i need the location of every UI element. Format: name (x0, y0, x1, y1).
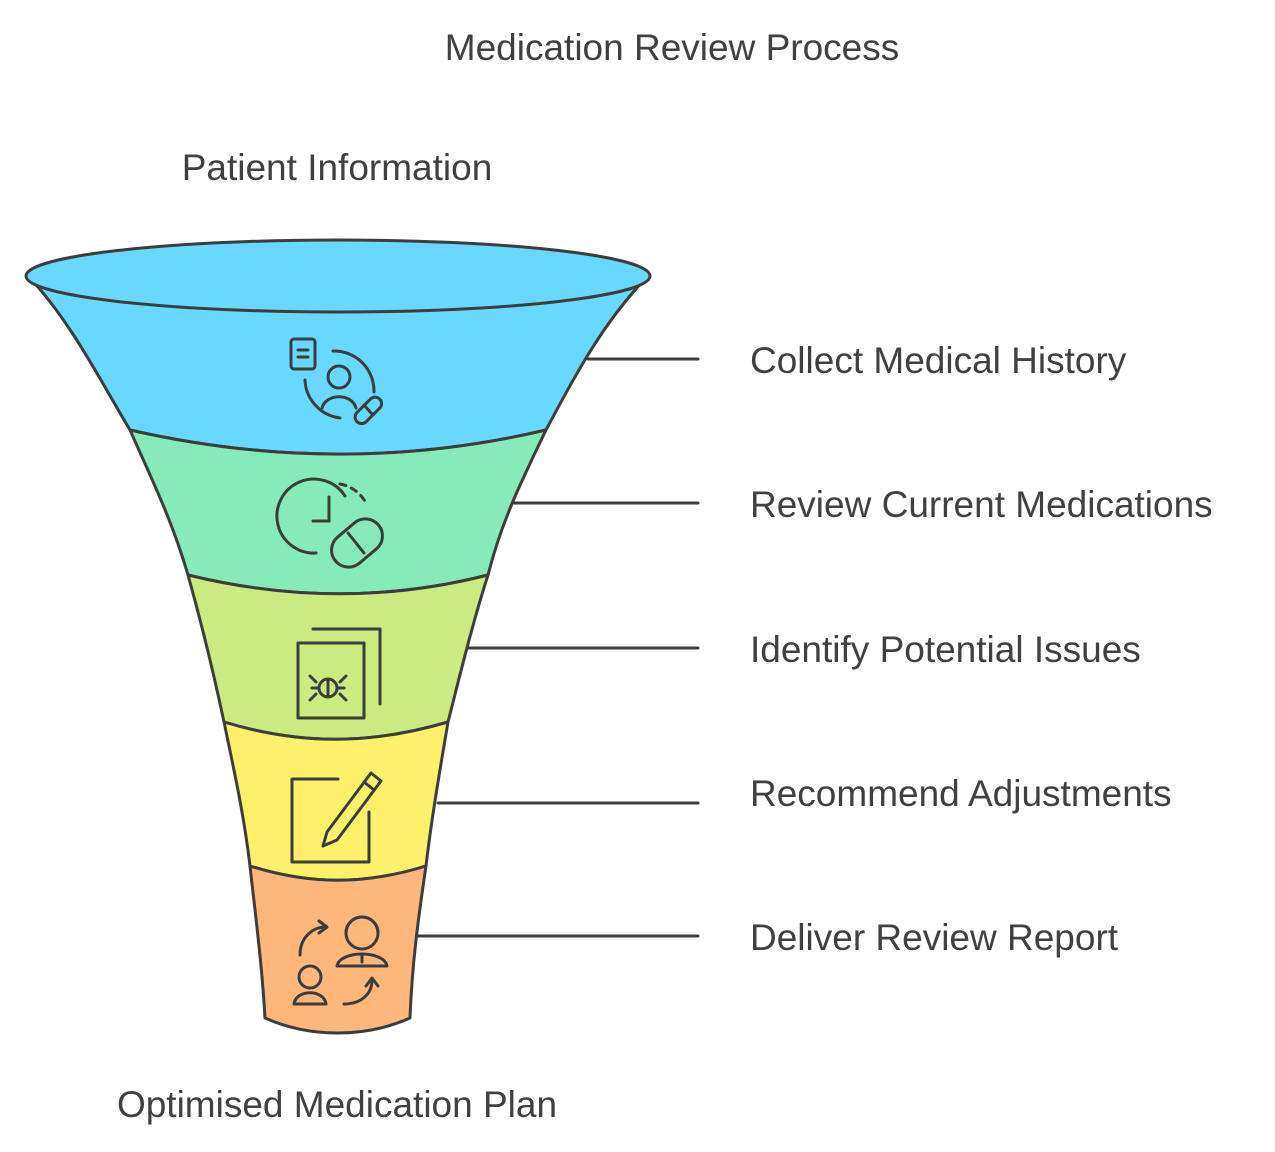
people-exchange-icon (292, 915, 389, 1006)
stage-label-3: Identify Potential Issues (750, 629, 1141, 670)
funnel-input-label: Patient Information (182, 147, 493, 188)
segment-3-fill (186, 573, 490, 741)
stage-label-4: Recommend Adjustments (750, 773, 1172, 814)
funnel-rim (24, 238, 652, 314)
funnel-segment-5 (248, 864, 428, 1035)
funnel-output-label: Optimised Medication Plan (117, 1084, 557, 1125)
patient-history-pill-icon (289, 337, 384, 426)
clock-pill-icon (275, 477, 384, 569)
segment-4-fill (222, 720, 450, 882)
stage-label-5: Deliver Review Report (750, 917, 1119, 958)
funnel-segment-2 (128, 428, 548, 596)
segment-2-fill (128, 428, 548, 596)
funnel-segment-3 (186, 573, 490, 741)
stage-label-2: Review Current Medications (750, 484, 1213, 525)
document-bug-icon (296, 627, 382, 720)
segment-5-fill (248, 864, 428, 1035)
diagram-title: Medication Review Process (445, 27, 899, 68)
funnel-segment-4 (222, 720, 450, 882)
edit-note-icon (290, 771, 383, 864)
stage-label-1: Collect Medical History (750, 340, 1127, 381)
